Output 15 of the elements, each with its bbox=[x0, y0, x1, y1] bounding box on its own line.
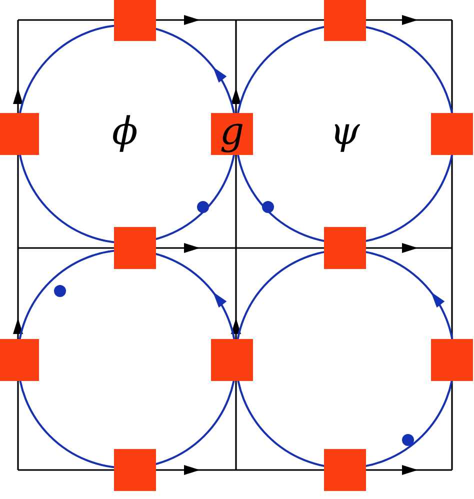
square-marker bbox=[114, 449, 156, 491]
field-symbol: ϕ bbox=[112, 112, 138, 150]
square-marker bbox=[324, 227, 366, 269]
square-marker bbox=[324, 0, 366, 41]
variable-symbol: g bbox=[220, 112, 244, 150]
square-marker bbox=[324, 449, 366, 491]
square-marker bbox=[0, 339, 39, 381]
square-marker bbox=[114, 227, 156, 269]
variable-square bbox=[211, 113, 253, 155]
square-marker bbox=[431, 339, 473, 381]
square-marker bbox=[114, 0, 156, 41]
square-marker bbox=[211, 339, 253, 381]
square-marker bbox=[0, 113, 39, 155]
square-marker bbox=[431, 113, 473, 155]
field-symbol: ψ bbox=[330, 112, 360, 150]
